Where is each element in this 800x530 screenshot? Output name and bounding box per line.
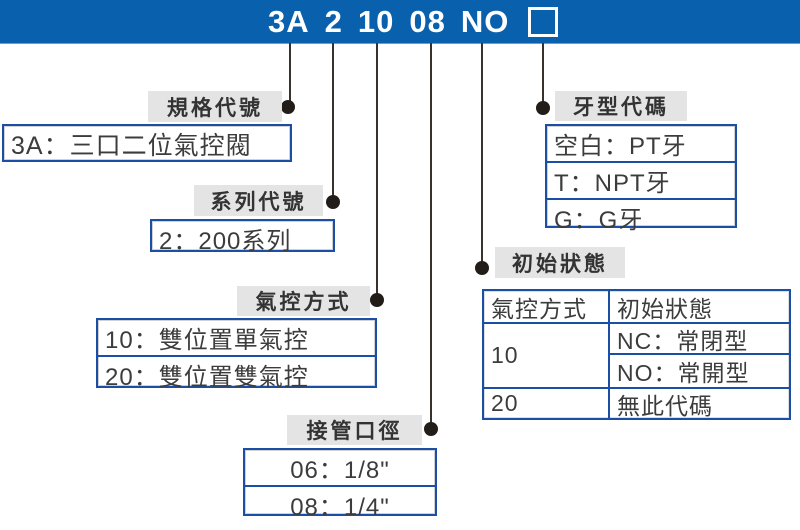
table-cell-no: NO：常開型: [610, 353, 789, 387]
connector-line-control: [376, 43, 378, 300]
connector-dot-spec: [281, 100, 295, 114]
series-row: 2：200系列: [159, 228, 292, 255]
table-header-control-mode: 氣控方式: [484, 291, 610, 322]
thread-type-box: 空白：PT牙 T：NPT牙 G：G牙: [545, 124, 737, 234]
connector-dot-series: [326, 195, 340, 209]
connector-line-thread: [542, 43, 544, 108]
series-code-label: 系列代號: [194, 185, 323, 216]
series-code-box: 2：200系列: [150, 219, 335, 255]
port-row-06: 06：1/8": [290, 457, 390, 484]
control-mode-label: 氣控方式: [237, 286, 370, 316]
code-segment-control: 10: [357, 3, 395, 39]
table-cell-code-10: 10: [484, 322, 610, 387]
spec-row: 3A：三口二位氣控閥: [11, 132, 252, 160]
connector-dot-control: [370, 293, 384, 307]
connector-line-initial: [481, 43, 483, 268]
spec-code-box: 3A：三口二位氣控閥: [2, 124, 292, 162]
port-row-08: 08：1/4": [245, 485, 435, 522]
model-code: 3A 2 10 08 NO: [268, 0, 559, 43]
code-segment-series: 2: [324, 3, 343, 39]
initial-state-table: 氣控方式 初始狀態 10 NC：常閉型 NO：常開型 20 無此代碼: [482, 289, 791, 420]
model-code-bar: [0, 0, 800, 44]
code-segment-spec: 3A: [268, 3, 310, 39]
thread-row-t: T：NPT牙: [547, 161, 735, 198]
connector-line-series: [332, 43, 334, 202]
thread-code-placeholder-box: [528, 7, 559, 37]
connector-line-port: [430, 43, 432, 429]
control-row-20: 20：雙位置雙氣控: [98, 355, 375, 392]
thread-row-g: G：G牙: [547, 198, 735, 235]
table-header-initial-state: 初始狀態: [617, 295, 713, 322]
control-row-10: 10：雙位置單氣控: [105, 327, 309, 354]
initial-state-label: 初始狀態: [495, 247, 625, 278]
table-cell-nc: NC：常閉型: [610, 322, 789, 354]
port-size-label: 接管口徑: [287, 415, 422, 445]
spec-code-label: 規格代號: [148, 91, 282, 122]
connector-line-spec: [289, 43, 291, 107]
connector-dot-thread: [536, 101, 550, 115]
connector-dot-initial: [475, 261, 489, 275]
code-segment-initial: NO: [460, 3, 510, 39]
port-size-box: 06：1/8" 08：1/4": [243, 448, 437, 521]
connector-dot-port: [424, 422, 438, 436]
code-segment-port: 08: [409, 3, 446, 39]
thread-row-blank: 空白：PT牙: [554, 133, 687, 160]
table-cell-no-code: 無此代碼: [610, 387, 789, 419]
table-cell-code-20: 20: [484, 387, 610, 418]
thread-type-label: 牙型代碼: [555, 91, 687, 121]
control-mode-box: 10：雙位置單氣控 20：雙位置雙氣控: [96, 318, 377, 391]
